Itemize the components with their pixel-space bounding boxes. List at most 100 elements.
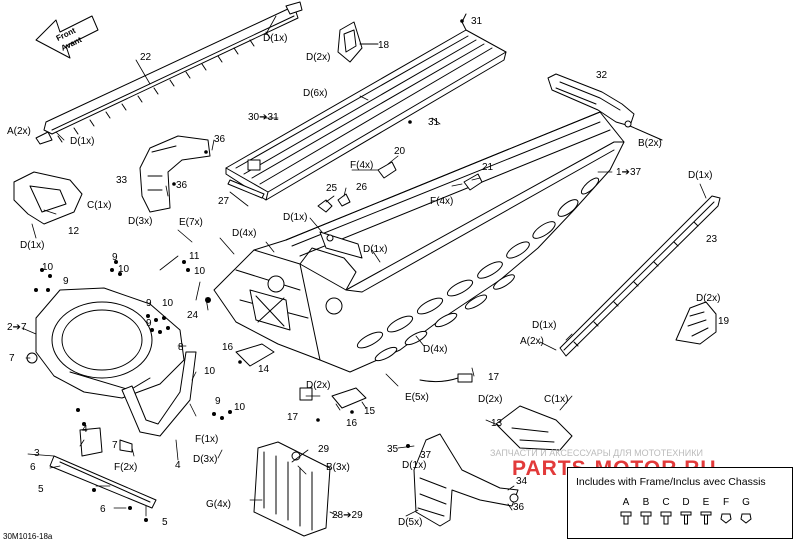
callout-6: 6 [100,504,106,515]
callout-9: 9 [112,252,118,263]
callout-d1x: D(1x) [363,244,388,255]
part-1-chassis [213,111,625,373]
callout-24: 24 [187,310,199,321]
legend-item-c: C [656,497,676,525]
callout-d4x: D(4x) [232,228,257,239]
callout-c1x: C(1x) [87,200,112,211]
callout-33: 33 [116,175,128,186]
callout-36: 36 [513,502,525,513]
callout-d2x: D(2x) [696,293,721,304]
callout-9: 9 [146,318,152,329]
callout-e7x: E(7x) [179,217,203,228]
callout-35: 35 [387,444,399,455]
callout-d3x: D(3x) [193,454,218,465]
callout-21: 21 [482,162,494,173]
legend-item-g: G [736,497,756,525]
callout-12: 12 [68,226,80,237]
legend-item-f: F [716,497,736,525]
callout-10: 10 [162,298,174,309]
callout-7: 7 [112,440,118,451]
callout-d3x: D(3x) [128,216,153,227]
callout-2-7: 2➔7 [7,322,27,333]
callout-7: 7 [9,353,15,364]
callout-d1x: D(1x) [688,170,713,181]
callout-d2x: D(2x) [478,394,503,405]
callout-9: 9 [63,276,69,287]
callout-a2x: A(2x) [7,126,31,137]
watermark-tagline: ЗАПЧАСТИ И АКСЕССУАРЫ ДЛЯ МОТОТЕХНИКИ [490,448,703,458]
callout-20: 20 [394,146,406,157]
part-17-plate-left [299,387,313,401]
callout-31: 31 [428,117,440,128]
callout-28-29: 28➔29 [332,510,363,521]
part-17-cable [419,377,459,383]
callout-9: 9 [146,298,152,309]
callout-b3x: B(3x) [326,462,350,473]
part-26-clip [337,193,351,207]
callout-d6x: D(6x) [303,88,328,99]
callout-26: 26 [356,182,368,193]
callout-4: 4 [175,460,181,471]
callout-d5x: D(5x) [398,517,423,528]
callout-27: 27 [218,196,230,207]
callout-d1x: D(1x) [20,240,45,251]
callout-32: 32 [596,70,608,81]
part-27-rod [227,179,265,199]
part-12-bracket [13,171,83,225]
part-14-bracket [235,343,275,367]
legend-letter: A [622,497,630,508]
part-23-rail-strip [559,195,721,357]
legend-letter: E [702,497,710,508]
diagram-id: 30M1016-18a [3,532,53,541]
callout-5: 5 [38,484,44,495]
callout-23: 23 [706,234,718,245]
callout-17: 17 [488,372,500,383]
callout-6: 6 [30,462,36,473]
callout-d1x: D(1x) [263,33,288,44]
callout-d4x: D(4x) [423,344,448,355]
part-18-bracket [337,21,379,63]
legend-letter: G [742,497,750,508]
callout-29: 29 [318,444,330,455]
callout-36: 36 [214,134,226,145]
leader-lines [21,15,707,517]
callout-f2x: F(2x) [114,462,138,473]
rivet-icon [680,511,692,525]
fasteners [34,19,464,522]
part-22-rail-strip [35,1,303,145]
part-32-rear-bracket [547,73,663,141]
callout-10: 10 [194,266,206,277]
callout-b2x: B(2x) [638,138,662,149]
callout-10: 10 [42,262,54,273]
callout-f1x: F(1x) [195,434,219,445]
callout-4: 4 [82,424,88,435]
part-3-skid-plate [49,455,157,509]
part-2-front-bulkhead [26,287,185,399]
bolt-icon [660,511,672,525]
callout-c1x: C(1x) [544,394,569,405]
callout-10: 10 [204,366,216,377]
bolt-icon [640,511,652,525]
callout-30-31: 30➔31 [248,112,279,123]
callout-10: 10 [234,402,246,413]
part-13-bracket [495,405,573,451]
legend-item-d: D [676,497,696,525]
part-37-rear-support [413,433,519,527]
callout-d1x: D(1x) [402,460,427,471]
part-20-clip [377,161,397,179]
callout-22: 22 [140,52,152,63]
part-21-clip [463,173,483,191]
callout-16: 16 [346,418,358,429]
callout-14: 14 [258,364,270,375]
legend-item-b: B [636,497,656,525]
callout-3: 3 [34,448,40,459]
callout-18: 18 [378,40,390,51]
legend-letter: B [642,497,650,508]
part-15-bracket [331,387,367,409]
callout-15: 15 [364,406,376,417]
part-19-bracket [675,301,717,345]
callout-d2x: D(2x) [306,52,331,63]
callout-10: 10 [118,264,130,275]
